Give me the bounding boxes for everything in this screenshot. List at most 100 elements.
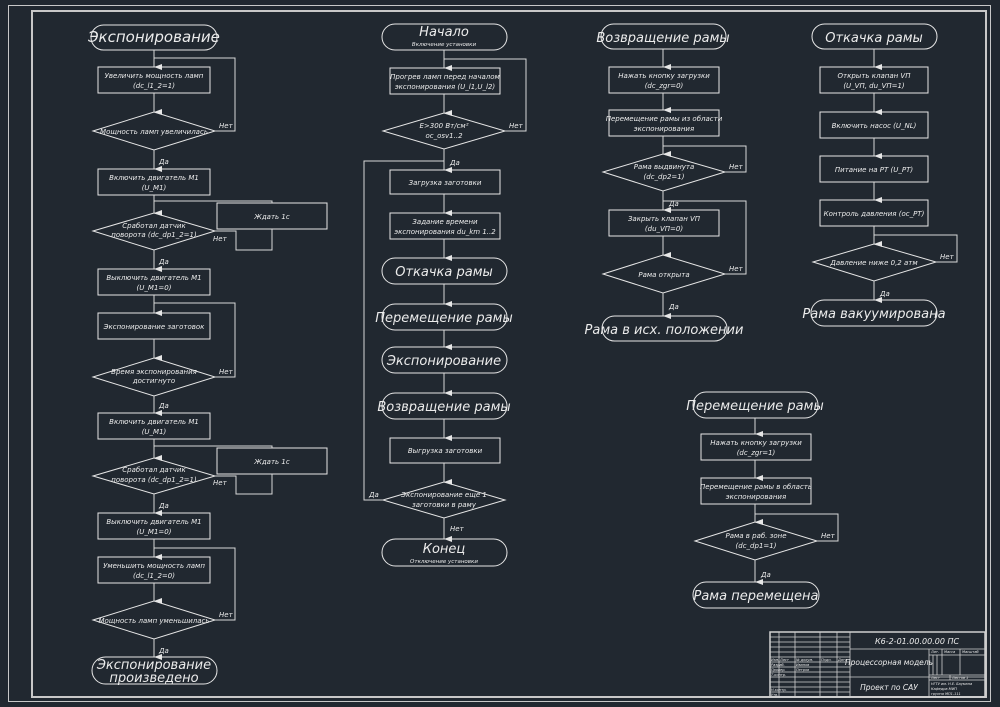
flow-main: Начало Включение установки Прогрев ламп … xyxy=(363,23,527,567)
row-label: Н.контр. xyxy=(771,688,787,692)
label-no: Нет xyxy=(213,235,228,243)
title-block: К6-2-01.00.00.00 ПС Процессорная модель … xyxy=(769,631,986,698)
label-no: Нет xyxy=(219,368,234,376)
col-lit: Лит. xyxy=(930,650,939,654)
step-text: Перемещение рамы из области xyxy=(606,115,723,123)
drawing-frame-outer xyxy=(8,5,991,702)
flow-exposure: Экспонирование Увеличить мощность ламп (… xyxy=(87,24,328,686)
decision-text: (dc_dp1=1) xyxy=(736,542,777,550)
label-yes: Да xyxy=(158,258,169,266)
loop-connector xyxy=(154,200,273,203)
step-text: Задание времени xyxy=(412,218,478,226)
step-text: Прогрев ламп перед началом xyxy=(390,73,500,81)
terminal-text: Конец xyxy=(423,542,466,557)
decision-text: Рама выдвинута xyxy=(634,163,695,171)
label-yes: Да xyxy=(668,303,679,311)
step-press-load-button-0 xyxy=(608,66,720,94)
step-text: Загрузка заготовки xyxy=(409,179,482,187)
loop-connector xyxy=(363,160,444,501)
step-text: (dc_zgr=0) xyxy=(645,82,684,90)
sheet-label: Лист xyxy=(930,676,941,680)
label-yes: Да xyxy=(158,502,169,510)
step-text: Питание на PT (U_PT) xyxy=(835,166,914,174)
loop-connector xyxy=(154,302,236,378)
step-text: Нажать кнопку загрузки xyxy=(618,72,710,80)
decision-text: Сработал датчик xyxy=(122,466,186,474)
step-text: (U_M1) xyxy=(142,428,167,436)
process-text: Экспонирование xyxy=(386,354,501,369)
loop-connector xyxy=(154,445,273,448)
terminal-text: произведено xyxy=(109,671,198,686)
label-yes: Да xyxy=(449,159,460,167)
label-no: Нет xyxy=(940,253,955,261)
step-lamp-warmup xyxy=(389,67,501,95)
step-text: Включить насос (U_NL) xyxy=(832,122,917,130)
step-text: Ждать 1с xyxy=(253,458,290,466)
head-cell: № докум. xyxy=(795,658,813,662)
terminal-text: Рама вакуумирована xyxy=(802,307,945,322)
row-label: Т.контр. xyxy=(771,673,786,677)
loop-connector xyxy=(215,229,273,251)
flow-move-frame: Перемещение рамы Нажать кнопку загрузки … xyxy=(686,391,839,609)
row-name: Иванов xyxy=(796,663,809,667)
terminal-text: Экспонирование xyxy=(96,658,211,673)
step-text: (U_VП, du_VП=1) xyxy=(843,82,905,90)
process-text: Откачка рамы xyxy=(395,265,493,280)
step-text: Открыть клапан VП xyxy=(838,72,912,80)
label-no: Нет xyxy=(213,479,228,487)
decision-text: Мощность ламп увеличилась xyxy=(100,128,208,136)
decision-text: поворота (dc_dp1_2=1) xyxy=(111,476,197,484)
loop-connector xyxy=(755,513,839,542)
step-text: Ждать 1с xyxy=(253,213,290,221)
step-text: Выключить двигатель М1 xyxy=(106,518,201,526)
decision-text: Мощность ламп уменьшилась xyxy=(98,617,209,625)
org-line: группа МП1-111 xyxy=(931,692,961,696)
loop-connector xyxy=(154,547,236,621)
terminal-subtext: Включение установки xyxy=(412,42,477,48)
terminal-text: Начало xyxy=(419,25,469,40)
flow-pump-frame: Откачка рамы Открыть клапан VП (U_VП, du… xyxy=(802,23,958,327)
step-text: (U_M1) xyxy=(142,184,167,192)
step-unload-blank xyxy=(389,437,501,464)
decision-frame-in-work-zone xyxy=(693,521,819,561)
label-no: Нет xyxy=(450,525,465,533)
decision-text: E>300 Вт/см² xyxy=(419,122,468,130)
decision-text: Рама открыта xyxy=(638,271,689,279)
step-text: Нажать кнопку загрузки xyxy=(710,439,802,447)
step-text: экспонирования xyxy=(634,125,694,133)
step-text: Экспонирование заготовок xyxy=(103,323,205,331)
step-text: Увеличить мощность ламп xyxy=(105,72,204,80)
org-line: НГТУ им. Н.Е. Баумана xyxy=(931,682,972,686)
step-text: Перемещение рамы в область xyxy=(700,483,812,491)
step-text: Контроль давления (oc_PT) xyxy=(824,210,925,218)
decision-another-blank xyxy=(381,481,507,519)
decision-text: поворота (dc_dp1_2=1) xyxy=(111,231,197,239)
label-no: Нет xyxy=(821,532,836,540)
terminal-text: Рама перемещена xyxy=(694,589,819,604)
step-text: Выгрузка заготовки xyxy=(408,447,483,455)
terminal-move-end xyxy=(692,581,820,609)
step-text: (U_M1=0) xyxy=(137,528,172,536)
step-text: Включить двигатель М1 xyxy=(109,174,199,182)
terminal-pump-end xyxy=(810,299,938,327)
step-load-blank xyxy=(389,169,501,195)
row-label: Разраб. xyxy=(771,663,785,667)
row-label: Утв. xyxy=(771,693,778,697)
col-scale: Масштаб xyxy=(962,650,979,654)
terminal-subtext: Отключение установки xyxy=(410,559,478,565)
label-yes: Да xyxy=(158,402,169,410)
loop-connector xyxy=(154,57,236,132)
col-mass: Масса xyxy=(944,650,955,654)
row-name: Петров xyxy=(796,668,809,672)
step-text: Закрыть клапан VП xyxy=(628,215,701,223)
terminal-exposure-done xyxy=(91,656,218,685)
label-no: Нет xyxy=(729,163,744,171)
drawing-frame-inner xyxy=(31,10,987,698)
process-text: Возвращение рамы xyxy=(377,400,510,415)
terminal-text: Рама в исх. положении xyxy=(585,323,744,338)
step-text: Включить двигатель М1 xyxy=(109,418,199,426)
flow-return-frame: Возвращение рамы Нажать кнопку загрузки … xyxy=(585,23,747,342)
decision-text: oc_osv1..2 xyxy=(425,132,463,140)
label-yes: Да xyxy=(879,290,890,298)
